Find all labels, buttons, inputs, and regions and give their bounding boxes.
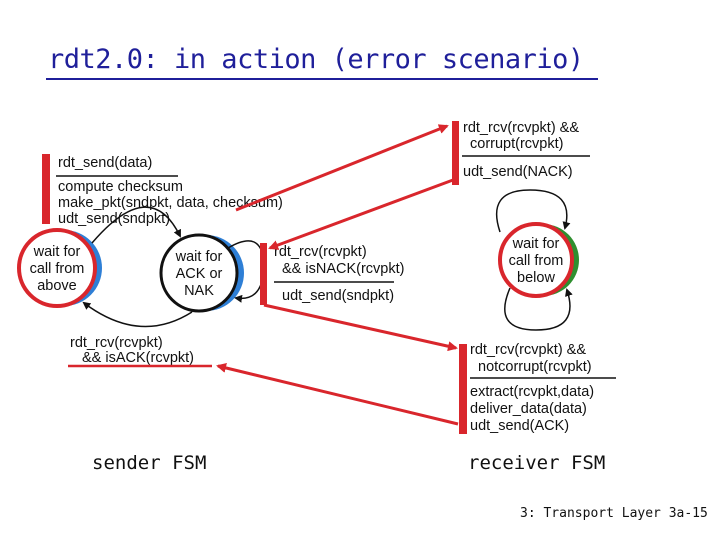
send-transition-label: rdt_send(data) compute checksum make_pkt… bbox=[42, 154, 283, 227]
state-label-line: NAK bbox=[184, 283, 214, 299]
notcorrupt-action: extract(rcvpkt,data) bbox=[470, 384, 594, 400]
corrupt-highlight-bar bbox=[452, 121, 459, 185]
nack-to-sender-arrow bbox=[268, 178, 454, 250]
receiver-fsm-caption: receiver FSM bbox=[468, 452, 606, 474]
sender-state-wait-ack: wait for ACK or NAK bbox=[159, 233, 244, 313]
notcorrupt-transition-label: rdt_rcv(rcvpkt) && notcorrupt(rcvpkt) ex… bbox=[459, 342, 616, 434]
notcorrupt-event: notcorrupt(rcvpkt) bbox=[478, 359, 592, 375]
notcorrupt-action: deliver_data(data) bbox=[470, 401, 587, 417]
ack-transition-arrow bbox=[82, 301, 193, 328]
ack-to-sender-arrow bbox=[216, 363, 459, 426]
send-action: compute checksum bbox=[58, 179, 183, 195]
notcorrupt-highlight-bar bbox=[459, 344, 467, 434]
state-label-line: wait for bbox=[33, 244, 81, 260]
resend-to-receiver-arrow bbox=[263, 303, 458, 352]
state-label-line: below bbox=[517, 270, 555, 286]
ack-event: rdt_rcv(rcvpkt) bbox=[70, 335, 163, 351]
state-label-line: ACK or bbox=[176, 266, 223, 282]
ack-transition-label: rdt_rcv(rcvpkt) && isACK(rcvpkt) bbox=[68, 335, 212, 368]
corrupt-event: rdt_rcv(rcvpkt) && bbox=[463, 120, 579, 136]
corrupt-self-loop-arrow bbox=[495, 189, 571, 233]
ack-event: && isACK(rcvpkt) bbox=[82, 350, 194, 366]
title-underline bbox=[46, 78, 598, 80]
state-label-line: call from bbox=[509, 253, 564, 269]
state-label-line: call from bbox=[30, 261, 85, 277]
nak-event: && isNACK(rcvpkt) bbox=[282, 261, 404, 277]
sender-fsm-caption: sender FSM bbox=[92, 452, 207, 474]
state-label-line: wait for bbox=[512, 236, 560, 252]
send-event: rdt_send(data) bbox=[58, 155, 152, 171]
send-highlight-bar bbox=[42, 154, 50, 224]
nak-action: udt_send(sndpkt) bbox=[282, 288, 394, 304]
sender-state-wait-above: wait for call from above bbox=[17, 228, 102, 308]
corrupt-transition-label: rdt_rcv(rcvpkt) && corrupt(rcvpkt) udt_s… bbox=[452, 120, 590, 185]
send-transition-arrow bbox=[91, 206, 181, 244]
notcorrupt-action: udt_send(ACK) bbox=[470, 418, 569, 434]
slide-title: rdt2.0: in action (error scenario) bbox=[48, 44, 584, 75]
notcorrupt-self-loop-arrow bbox=[504, 287, 573, 331]
nak-highlight-bar bbox=[260, 243, 267, 305]
corrupt-action: udt_send(NACK) bbox=[463, 164, 573, 180]
send-action: udt_send(sndpkt) bbox=[58, 211, 170, 227]
slide-footer: 3: Transport Layer 3a-15 bbox=[520, 506, 708, 521]
nak-event: rdt_rcv(rcvpkt) bbox=[274, 244, 367, 260]
state-label-line: wait for bbox=[175, 249, 223, 265]
receiver-state-wait-below: wait for call from below bbox=[498, 222, 579, 298]
notcorrupt-event: rdt_rcv(rcvpkt) && bbox=[470, 342, 586, 358]
send-action: make_pkt(sndpkt, data, checksum) bbox=[58, 195, 283, 211]
state-label-line: above bbox=[37, 278, 77, 294]
nak-transition-label: rdt_rcv(rcvpkt) && isNACK(rcvpkt) udt_se… bbox=[260, 243, 404, 305]
packet-to-receiver-arrow bbox=[235, 124, 449, 212]
corrupt-event: corrupt(rcvpkt) bbox=[470, 136, 563, 152]
